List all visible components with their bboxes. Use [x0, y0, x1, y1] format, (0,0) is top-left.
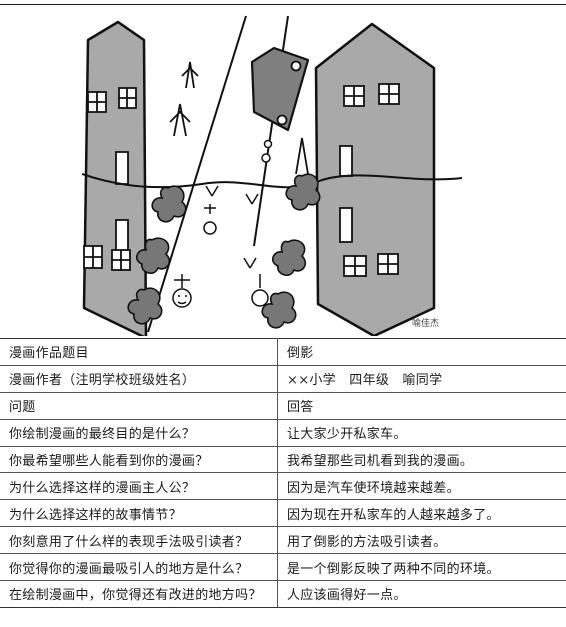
cell-question: 你最希望哪些人能看到你的漫画？ [0, 445, 278, 473]
table-row: 你绘制漫画的最终目的是什么？ 让大家少开私家车。 [0, 418, 566, 447]
reflection-line [82, 173, 462, 189]
cell-answer-header: 回答 [277, 391, 566, 420]
person-reflection-icon [172, 185, 269, 308]
table-row: 在绘制漫画中，你觉得还有改进的地方吗？ 人应该画得好一点。 [0, 580, 566, 608]
cell-question-header: 问题 [0, 391, 278, 420]
right-building [314, 22, 436, 336]
cell-answer: 是一个倒影反映了两种不同的环境。 [277, 553, 566, 581]
cell-answer: 因为现在开私家车的人越来越多了。 [277, 499, 566, 527]
table-row: 漫画作者（注明学校班级姓名） ××小学 四年级 喻同学 [0, 364, 566, 393]
cell-answer: 倒影 [277, 338, 566, 366]
top-rule [0, 4, 566, 5]
artist-signature: 喻佳杰 [412, 317, 439, 329]
cell-answer: 让大家少开私家车。 [277, 418, 566, 447]
cartoon-drawing: 喻佳杰 [82, 15, 462, 336]
left-building-windows [83, 87, 137, 271]
cell-question: 你刻意用了什么样的表现手法吸引读者？ [0, 526, 278, 554]
blooming-tree-icon [127, 173, 321, 329]
road-line-left [147, 15, 247, 333]
table-row: 你刻意用了什么样的表现手法吸引读者？ 用了倒影的方法吸引读者。 [0, 526, 566, 554]
cell-answer: 我希望那些司机看到我的漫画。 [277, 445, 566, 473]
cell-answer: 人应该画得好一点。 [277, 580, 566, 608]
cell-question: 你绘制漫画的最终目的是什么？ [0, 418, 278, 447]
table-row: 你最希望哪些人能看到你的漫画？ 我希望那些司机看到我的漫画。 [0, 445, 566, 473]
worksheet-table: 漫画作品题目 倒影 漫画作者（注明学校班级姓名） ××小学 四年级 喻同学 问题… [0, 338, 566, 608]
cell-question: 为什么选择这样的故事情节？ [0, 499, 278, 527]
cell-answer: 用了倒影的方法吸引读者。 [277, 526, 566, 554]
cell-question: 你觉得你的漫画最吸引人的地方是什么？ [0, 553, 278, 581]
car-icon [250, 46, 310, 163]
left-building [82, 20, 148, 336]
cell-question: 漫画作品题目 [0, 338, 278, 366]
table-row: 问题 回答 [0, 391, 566, 420]
table-row: 漫画作品题目 倒影 [0, 338, 566, 366]
bare-tree-icon [169, 61, 309, 175]
cell-question: 为什么选择这样的漫画主人公？ [0, 472, 278, 500]
cell-question: 漫画作者（注明学校班级姓名） [0, 364, 278, 393]
table-row: 你觉得你的漫画最吸引人的地方是什么？ 是一个倒影反映了两种不同的环境。 [0, 553, 566, 581]
table-row: 为什么选择这样的故事情节？ 因为现在开私家车的人越来越多了。 [0, 499, 566, 527]
cell-question: 在绘制漫画中，你觉得还有改进的地方吗？ [0, 580, 278, 608]
table-row: 为什么选择这样的漫画主人公？ 因为是汽车使环境越来越差。 [0, 472, 566, 500]
cell-answer: 因为是汽车使环境越来越差。 [277, 472, 566, 500]
cell-answer: ××小学 四年级 喻同学 [277, 364, 566, 393]
